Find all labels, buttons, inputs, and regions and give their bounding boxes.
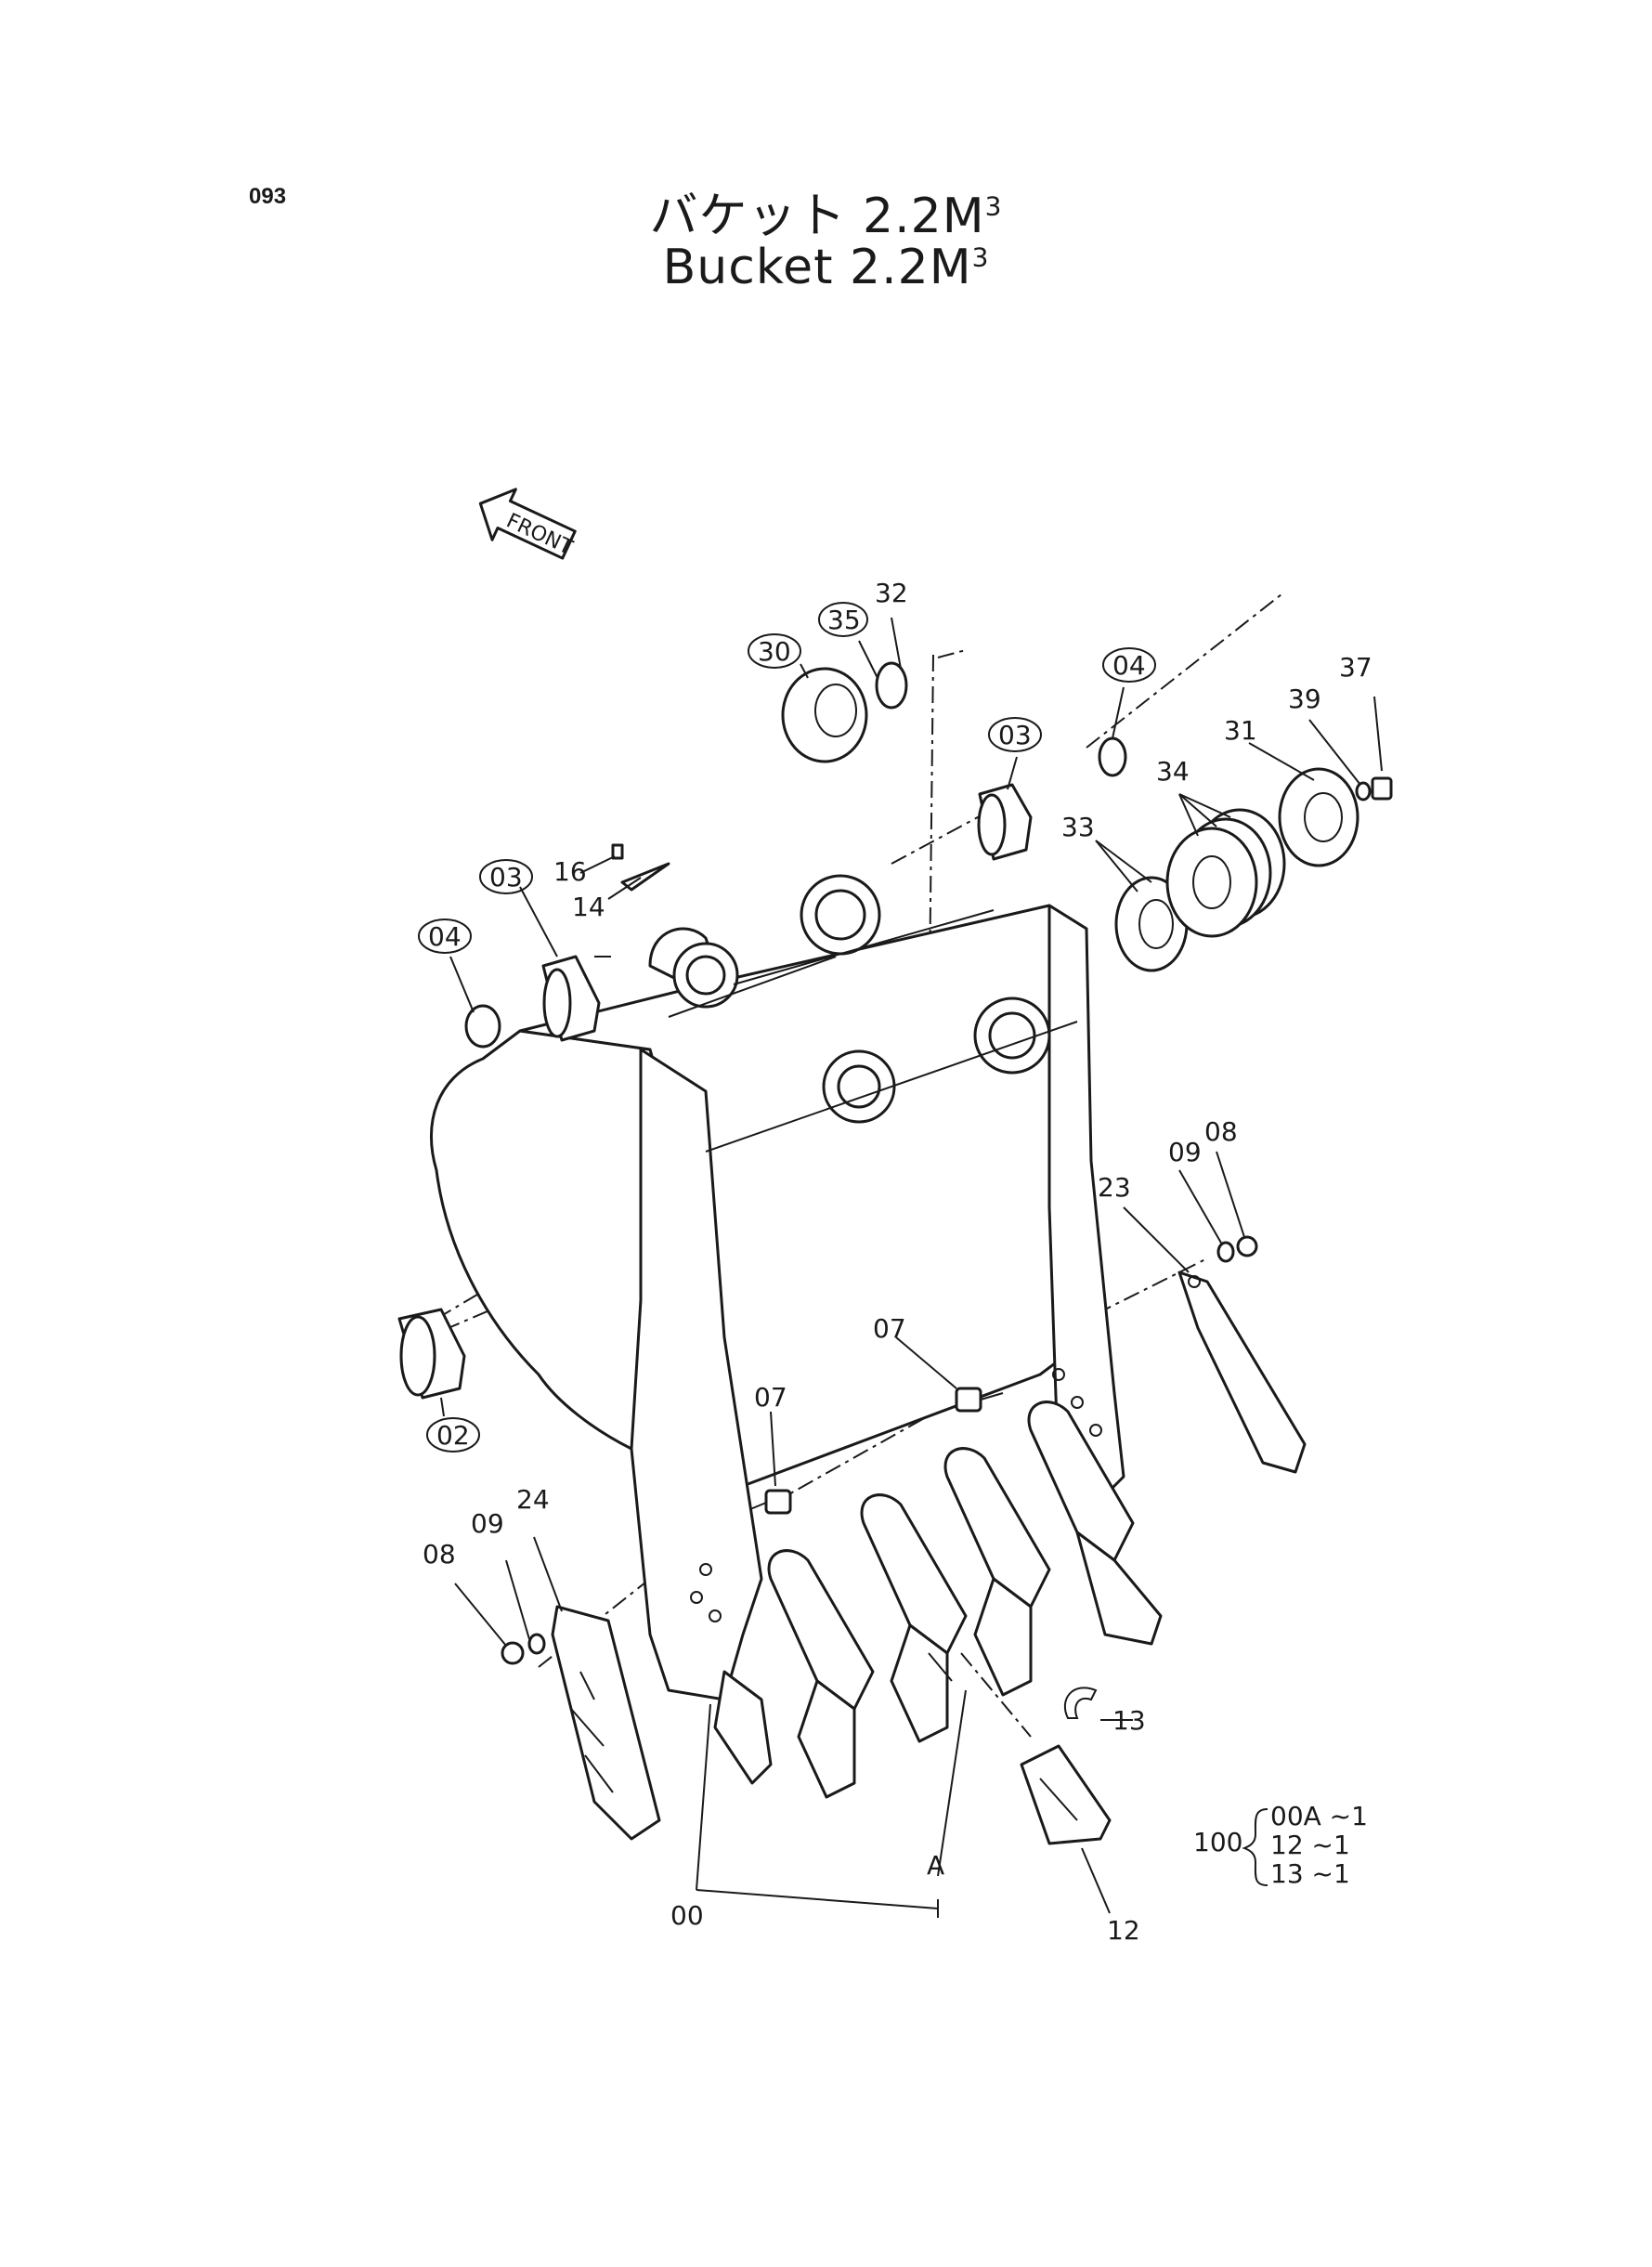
svg-text:23: 23 [1098, 1172, 1131, 1203]
callout-12: 12 [1107, 1915, 1140, 1946]
title-english: Bucket 2.2M3 [662, 240, 990, 295]
svg-text:35: 35 [827, 605, 861, 635]
kit-item: 00A ~1 [1270, 1801, 1368, 1831]
bucket-teeth [713, 1401, 1163, 1799]
svg-text:16: 16 [553, 856, 587, 887]
svg-text:00: 00 [670, 1900, 704, 1931]
title-japanese: バケット 2.2M3 [649, 189, 1003, 244]
callout-13: 13 [1112, 1705, 1146, 1736]
leader-lines [440, 617, 1383, 1918]
svg-text:09: 09 [1168, 1137, 1202, 1167]
kit-item: 13 ~1 [1270, 1858, 1350, 1889]
callout-39: 39 [1288, 684, 1321, 714]
exploded-parts [397, 661, 1393, 1845]
svg-text:37: 37 [1339, 652, 1372, 683]
svg-text:03: 03 [998, 720, 1032, 750]
svg-text:30: 30 [758, 636, 791, 667]
svg-text:07: 07 [754, 1382, 787, 1413]
bucket-body [429, 874, 1125, 1701]
callout-07-left: 07 [754, 1382, 787, 1413]
callout-34: 34 [1156, 756, 1190, 787]
callout-08-right: 08 [1204, 1116, 1238, 1147]
svg-text:34: 34 [1156, 756, 1190, 787]
svg-text:14: 14 [572, 892, 605, 922]
callout-04-top: 04 [1102, 647, 1156, 683]
callout-30: 30 [748, 633, 801, 669]
svg-text:31: 31 [1224, 715, 1257, 746]
kit-item: 12 ~1 [1270, 1830, 1350, 1860]
callout-07-right: 07 [873, 1313, 906, 1344]
svg-text:08: 08 [1204, 1116, 1238, 1147]
callout-a: A [927, 1850, 944, 1881]
svg-text:03: 03 [489, 862, 523, 892]
callout-23: 23 [1098, 1172, 1131, 1203]
svg-text:04: 04 [1112, 650, 1146, 681]
front-arrow-icon: FRONT [478, 488, 577, 560]
callout-14: 14 [572, 892, 605, 922]
svg-text:A: A [927, 1850, 944, 1881]
callout-31: 31 [1224, 715, 1257, 746]
callout-33: 33 [1061, 812, 1095, 842]
callout-00: 00 [670, 1900, 704, 1931]
callout-09-left: 09 [471, 1508, 504, 1539]
callout-35: 35 [818, 602, 868, 637]
callout-16: 16 [553, 856, 587, 887]
svg-text:09: 09 [471, 1508, 504, 1539]
page-number: 093 [249, 184, 287, 209]
svg-text:07: 07 [873, 1313, 906, 1344]
callout-03-top: 03 [988, 717, 1042, 752]
kit-legend: 100 00A ~1 12 ~1 13 ~1 [1193, 1801, 1368, 1889]
svg-text:39: 39 [1288, 684, 1321, 714]
callout-24: 24 [516, 1484, 550, 1515]
callout-labels: 32 35 30 04 03 37 39 31 34 33 16 14 03 0… [418, 578, 1372, 1946]
svg-text:13: 13 [1112, 1705, 1146, 1736]
callout-08-left: 08 [423, 1539, 456, 1570]
callout-37: 37 [1339, 652, 1372, 683]
svg-text:02: 02 [436, 1420, 470, 1451]
svg-text:12: 12 [1107, 1915, 1140, 1946]
kit-number: 100 [1193, 1827, 1242, 1857]
callout-04-left: 04 [418, 919, 472, 954]
svg-text:33: 33 [1061, 812, 1095, 842]
callout-02: 02 [426, 1417, 480, 1453]
svg-text:04: 04 [428, 921, 462, 952]
callout-32: 32 [875, 578, 908, 608]
svg-text:08: 08 [423, 1539, 456, 1570]
callout-09-right: 09 [1168, 1137, 1202, 1167]
svg-text:24: 24 [516, 1484, 550, 1515]
callout-03-left: 03 [479, 859, 533, 894]
svg-text:32: 32 [875, 578, 908, 608]
